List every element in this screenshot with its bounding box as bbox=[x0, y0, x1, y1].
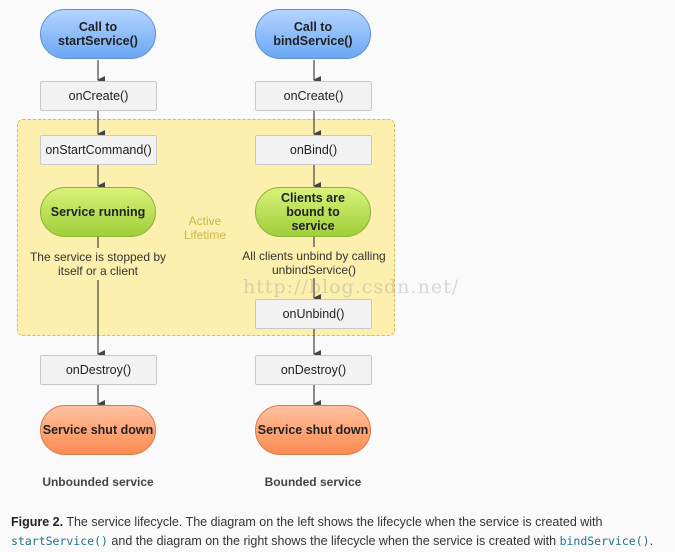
unbounded-service-label: Unbounded service bbox=[42, 475, 154, 489]
stop-note: The service is stopped by itself or a cl… bbox=[29, 250, 167, 278]
figure-number: Figure 2. bbox=[11, 515, 64, 529]
caption-text: . bbox=[649, 534, 654, 548]
clients-bound-node: Clients are bound to service bbox=[255, 187, 371, 237]
caption-text: and the diagram on the right shows the l… bbox=[107, 534, 560, 548]
on-bind-node: onBind() bbox=[255, 135, 372, 165]
start-service-node: Call to startService() bbox=[40, 9, 156, 59]
on-destroy-node: onDestroy() bbox=[40, 355, 157, 385]
on-unbind-node: onUnbind() bbox=[255, 299, 372, 329]
unbind-note: All clients unbind by calling unbindServ… bbox=[242, 249, 386, 277]
bind-service-node: Call to bindService() bbox=[255, 9, 371, 59]
on-create-node: onCreate() bbox=[255, 81, 372, 111]
bounded-service-label: Bounded service bbox=[264, 475, 362, 489]
on-start-command-node: onStartCommand() bbox=[40, 135, 157, 165]
active-lifetime-label: Active Lifetime bbox=[183, 214, 227, 242]
watermark: http://blog.csdn.net/ bbox=[243, 276, 460, 298]
figure-caption: Figure 2. The service lifecycle. The dia… bbox=[11, 513, 671, 551]
service-shut-down-node: Service shut down bbox=[40, 405, 156, 455]
code-start-service: startService() bbox=[11, 534, 108, 548]
on-create-node: onCreate() bbox=[40, 81, 157, 111]
service-running-node: Service running bbox=[40, 187, 156, 237]
code-bind-service: bindService() bbox=[559, 534, 650, 548]
caption-text: The service lifecycle. The diagram on th… bbox=[63, 515, 603, 529]
on-destroy-node: onDestroy() bbox=[255, 355, 372, 385]
service-shut-down-node: Service shut down bbox=[255, 405, 371, 455]
